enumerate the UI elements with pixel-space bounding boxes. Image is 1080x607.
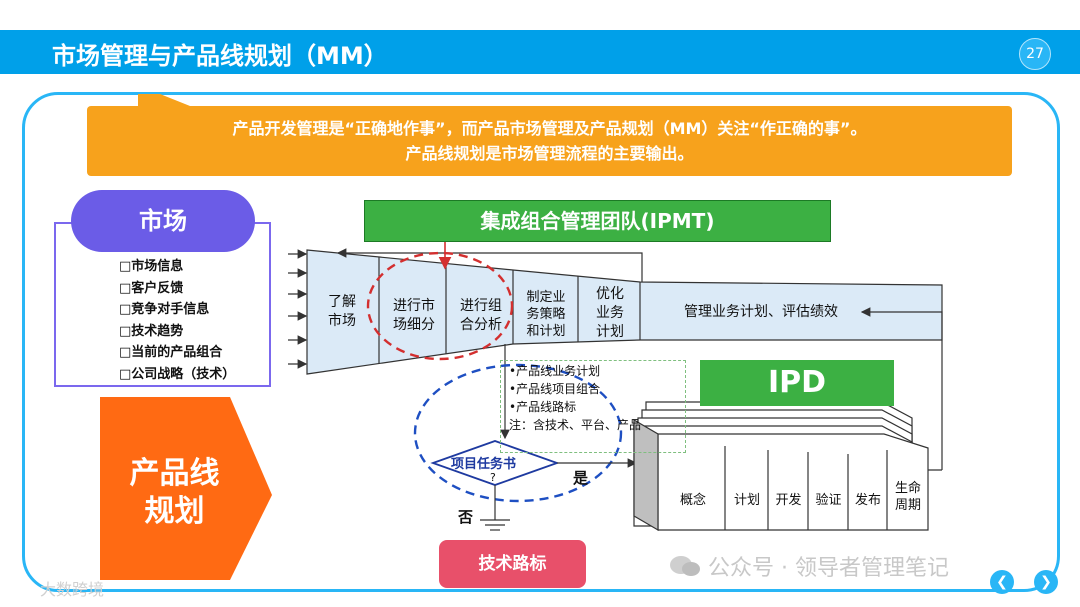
wechat-icon bbox=[668, 554, 702, 578]
ipd-box: IPD bbox=[700, 360, 894, 406]
market-item: □市场信息 bbox=[119, 259, 184, 274]
funnel-tail: 管理业务计划、评估绩效 bbox=[684, 304, 838, 320]
page-number: 27 bbox=[1019, 38, 1051, 70]
watermark-text: 公众号 · 领导者管理笔记 bbox=[708, 556, 949, 581]
funnel-step-1: 了解市场 bbox=[328, 294, 356, 329]
ipd-stage: 发布 bbox=[854, 493, 881, 508]
decision-question: ? bbox=[490, 471, 496, 484]
plan-output-note: 注：含技术、平台、产品 bbox=[509, 418, 642, 432]
callout-line1: 产品开发管理是“正确地作事”，而产品市场管理及产品规划（MM）关注“作正确的事”… bbox=[232, 119, 867, 138]
input-arrows bbox=[288, 249, 308, 369]
plan-output-item: •产品线项目组合 bbox=[509, 382, 601, 396]
market-item: □当前的产品组合 bbox=[119, 345, 223, 360]
ipd-front bbox=[633, 418, 929, 532]
plp-label: 产品线规划 bbox=[129, 456, 220, 529]
yes-label: 是 bbox=[573, 469, 589, 487]
funnel-step-2: 进行市场细分 bbox=[393, 298, 435, 333]
decision-label: 项目任务书 bbox=[451, 457, 517, 472]
ipd-stage: 计划 bbox=[733, 493, 760, 508]
ipd-stage: 概念 bbox=[679, 493, 706, 508]
funnel-step-4: 制定业务策略和计划 bbox=[526, 290, 566, 339]
plan-outputs-box: •产品线业务计划 •产品线项目组合 •产品线路标 注：含技术、平台、产品 bbox=[500, 360, 686, 453]
title-bar bbox=[0, 30, 1080, 74]
ipd-stage-lifecycle: 生命周期 bbox=[894, 481, 921, 513]
funnel-step-3: 进行组合分析 bbox=[460, 298, 502, 333]
tech-roadmap-box: 技术路标 bbox=[439, 540, 586, 588]
market-item: □技术趋势 bbox=[119, 323, 184, 339]
ipmt-box: 集成组合管理团队(IPMT) bbox=[364, 200, 831, 242]
plan-output-item: •产品线业务计划 bbox=[509, 364, 601, 378]
no-label: 否 bbox=[458, 508, 474, 526]
slide-title: 市场管理与产品线规划（MM） bbox=[52, 42, 388, 70]
content-frame bbox=[22, 92, 1060, 592]
next-slide-button[interactable]: ❯ bbox=[1034, 570, 1058, 594]
watermark-brand: 大数跨境 bbox=[40, 580, 105, 599]
plp-chevron bbox=[100, 397, 272, 580]
market-item: □客户反馈 bbox=[119, 280, 184, 296]
market-list: □市场信息 □客户反馈 □竞争对手信息 □技术趋势 □当前的产品组合 □公司战略… bbox=[119, 256, 235, 385]
funnel-step-5: 优化业务计划 bbox=[596, 286, 624, 340]
highlight-ellipse-blue bbox=[413, 363, 623, 503]
callout-line2: 产品线规划是市场管理流程的主要输出。 bbox=[405, 144, 694, 163]
market-item: □竞争对手信息 bbox=[119, 302, 210, 317]
highlight-ellipse-red bbox=[366, 251, 514, 361]
plan-output-item: •产品线路标 bbox=[509, 400, 577, 414]
ipd-stage: 验证 bbox=[815, 493, 842, 508]
market-title: 市场 bbox=[71, 190, 255, 252]
prev-slide-button[interactable]: ❮ bbox=[990, 570, 1014, 594]
market-item: □公司战略（技术） bbox=[119, 366, 236, 382]
callout-box: 产品开发管理是“正确地作事”，而产品市场管理及产品规划（MM）关注“作正确的事”… bbox=[87, 106, 1012, 176]
ipd-stage: 开发 bbox=[775, 493, 802, 508]
